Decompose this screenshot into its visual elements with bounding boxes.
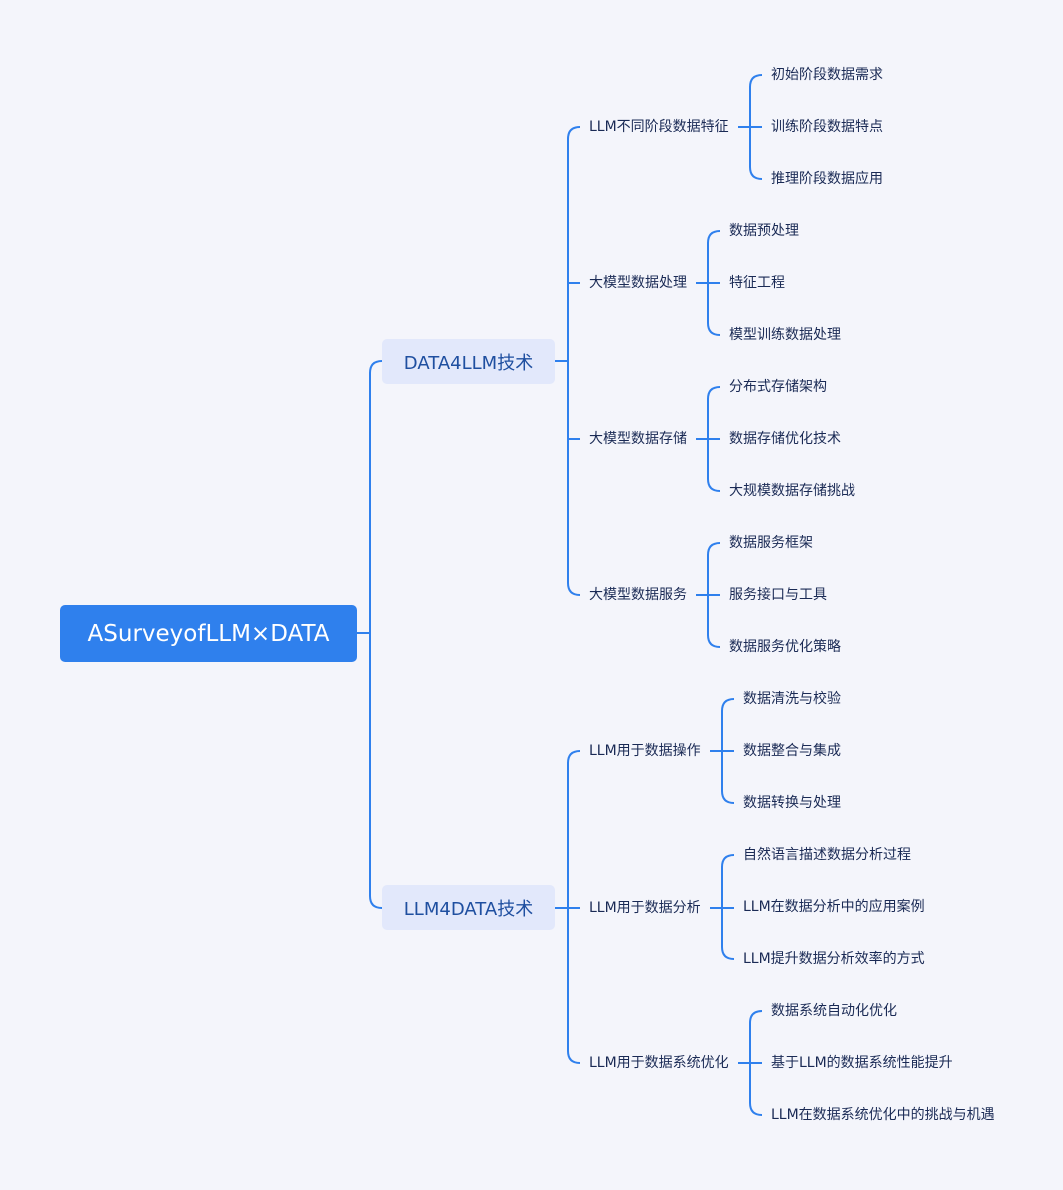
topic-node[interactable]: 大模型数据处理 bbox=[589, 275, 687, 291]
leaf-node[interactable]: 数据服务优化策略 bbox=[729, 639, 841, 655]
leaf-node[interactable]: 推理阶段数据应用 bbox=[771, 171, 883, 187]
leaf-node[interactable]: 训练阶段数据特点 bbox=[771, 119, 883, 135]
leaf-node[interactable]: LLM在数据分析中的应用案例 bbox=[743, 899, 925, 915]
leaf-node[interactable]: 数据整合与集成 bbox=[743, 743, 841, 759]
leaf-node[interactable]: 数据存储优化技术 bbox=[729, 431, 841, 447]
leaf-node[interactable]: 分布式存储架构 bbox=[729, 379, 827, 395]
leaf-node[interactable]: LLM提升数据分析效率的方式 bbox=[743, 951, 925, 967]
leaf-node[interactable]: 数据转换与处理 bbox=[743, 795, 841, 811]
leaf-node[interactable]: 特征工程 bbox=[729, 275, 785, 291]
leaf-node[interactable]: 模型训练数据处理 bbox=[729, 327, 841, 343]
leaf-node[interactable]: 服务接口与工具 bbox=[729, 587, 827, 603]
topic-node[interactable]: LLM用于数据系统优化 bbox=[589, 1055, 729, 1071]
leaf-node[interactable]: LLM在数据系统优化中的挑战与机遇 bbox=[771, 1107, 995, 1123]
topic-node[interactable]: LLM用于数据操作 bbox=[589, 743, 701, 759]
root-node[interactable]: ASurveyofLLM×DATA bbox=[60, 605, 357, 662]
topic-node[interactable]: 大模型数据存储 bbox=[589, 431, 687, 447]
topic-node[interactable]: 大模型数据服务 bbox=[589, 587, 687, 603]
leaf-node[interactable]: 基于LLM的数据系统性能提升 bbox=[771, 1055, 953, 1071]
leaf-node[interactable]: 数据预处理 bbox=[729, 223, 799, 239]
leaf-node[interactable]: 自然语言描述数据分析过程 bbox=[743, 847, 911, 863]
leaf-node[interactable]: 数据系统自动化优化 bbox=[771, 1003, 897, 1019]
leaf-node[interactable]: 数据服务框架 bbox=[729, 535, 813, 551]
branch-node-data4llm[interactable]: DATA4LLM技术 bbox=[382, 339, 555, 384]
branch-node-llm4data[interactable]: LLM4DATA技术 bbox=[382, 885, 555, 930]
leaf-node[interactable]: 初始阶段数据需求 bbox=[771, 67, 883, 83]
leaf-node[interactable]: 数据清洗与校验 bbox=[743, 691, 841, 707]
topic-node[interactable]: LLM不同阶段数据特征 bbox=[589, 119, 729, 135]
topic-node[interactable]: LLM用于数据分析 bbox=[589, 900, 701, 916]
leaf-node[interactable]: 大规模数据存储挑战 bbox=[729, 483, 855, 499]
